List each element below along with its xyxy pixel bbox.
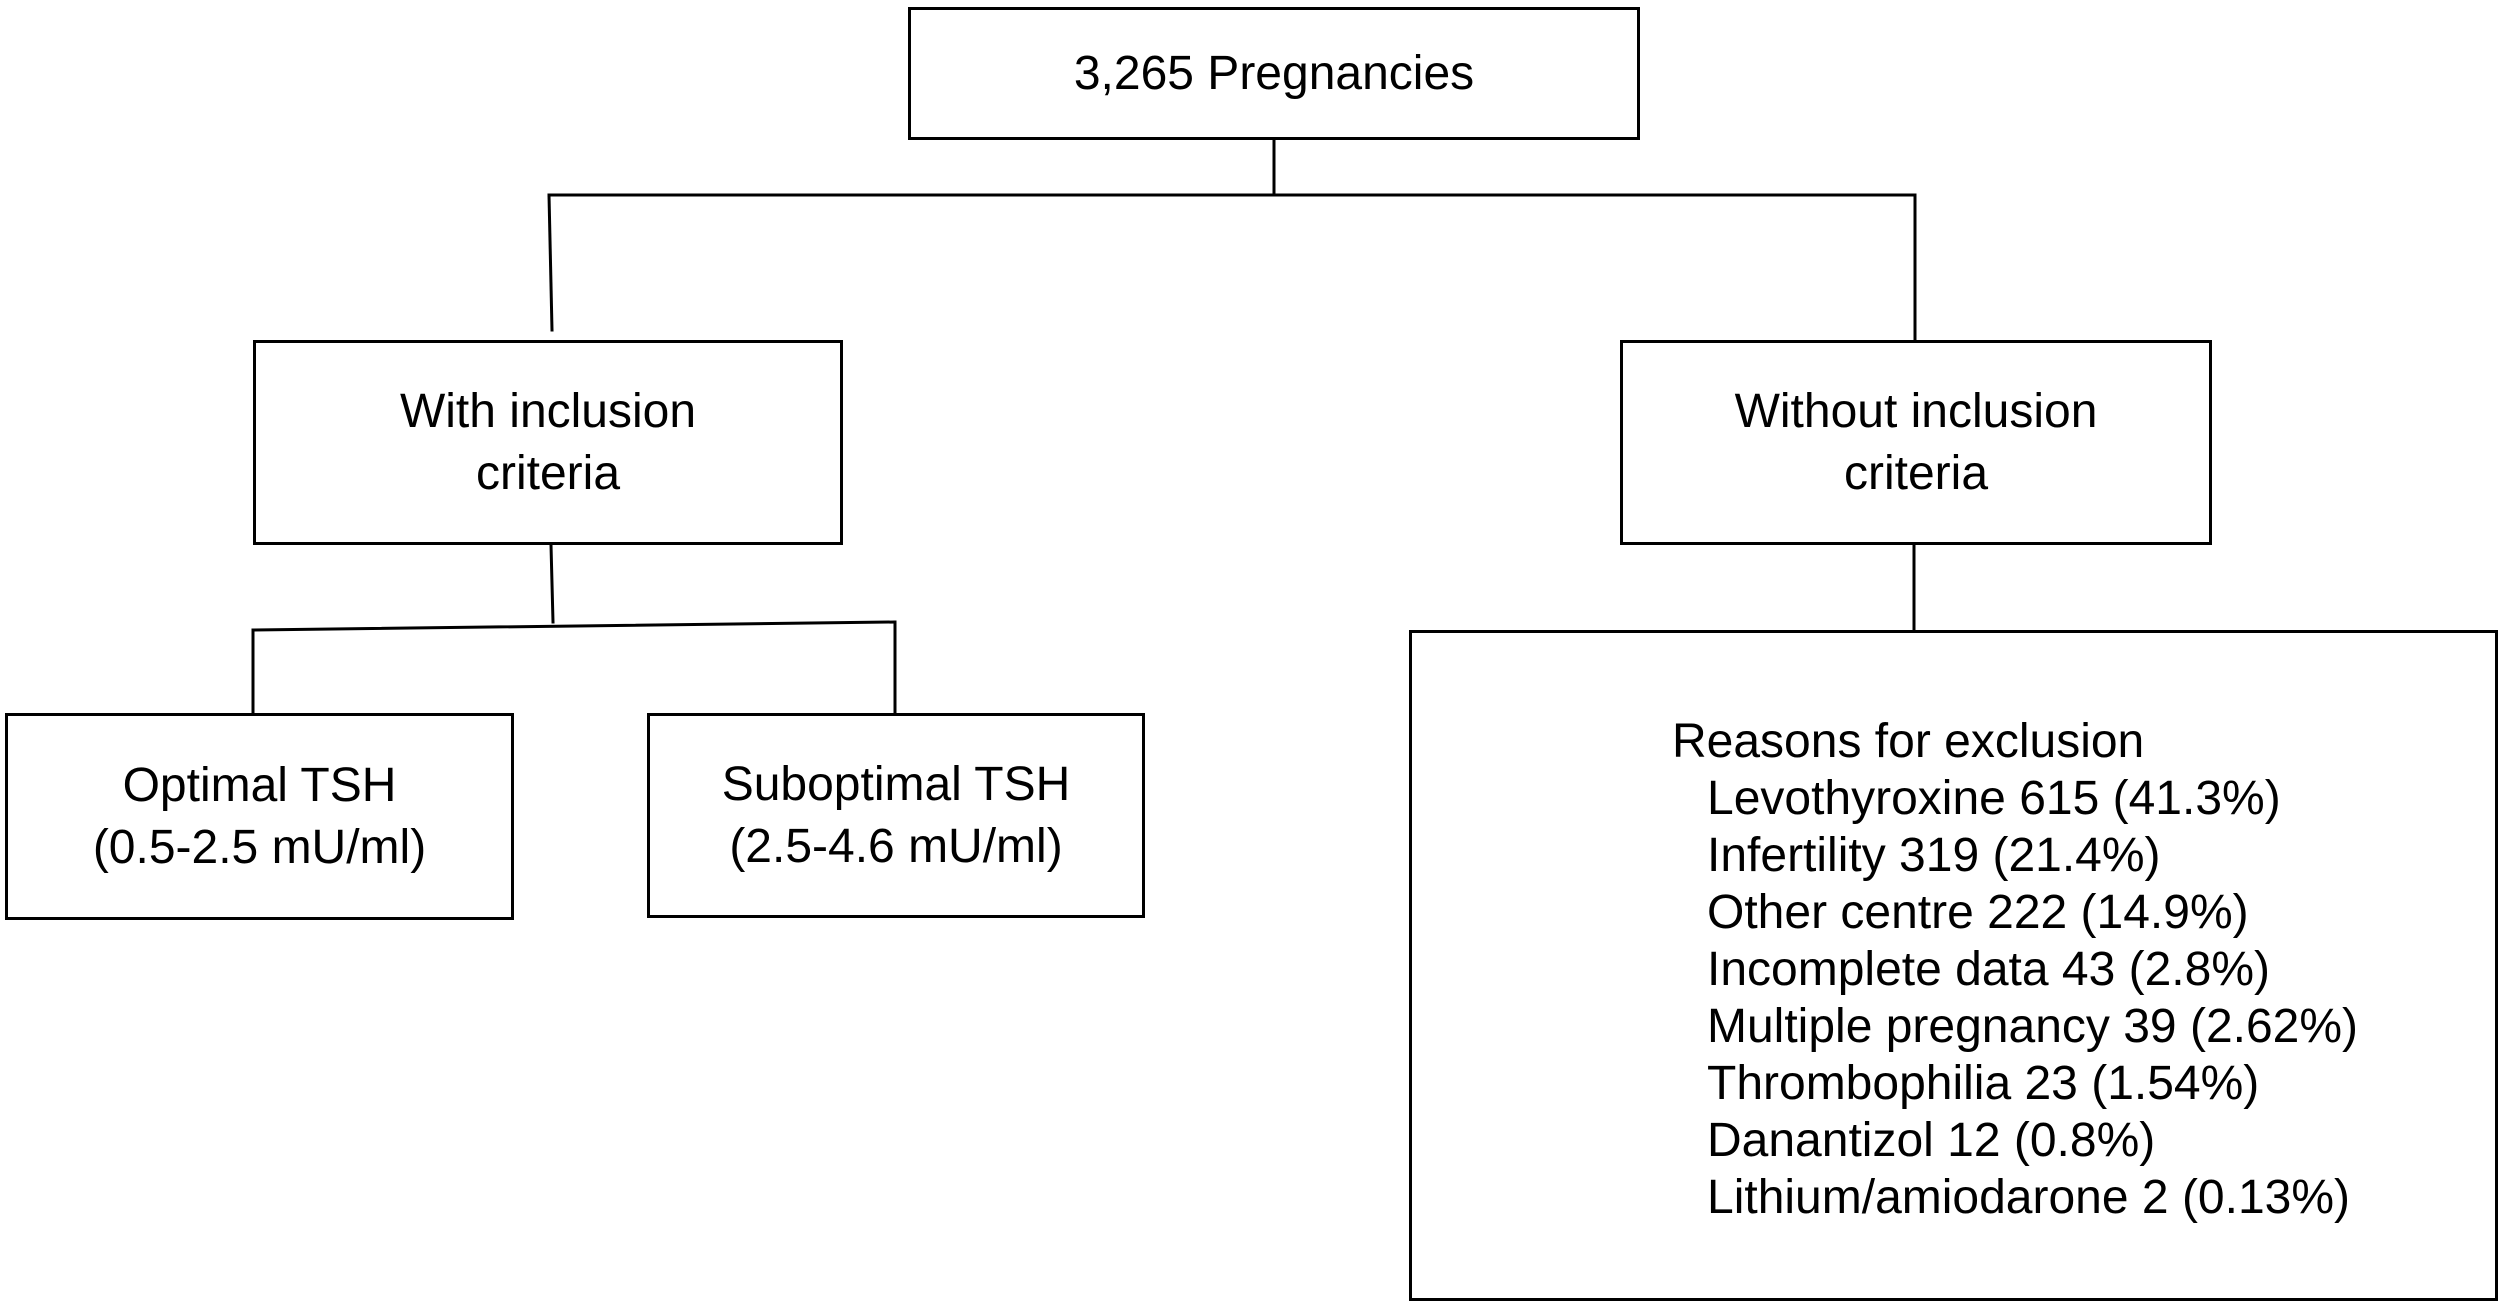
optimal-tsh-line2: (0.5-2.5 mU/ml) bbox=[92, 820, 427, 874]
connector-mid-horizontal bbox=[251, 620, 897, 632]
exclusion-reason-item: Thrombophilia 23 (1.54%) bbox=[1707, 1057, 2260, 1110]
suboptimal-tsh-line1: Suboptimal TSH bbox=[721, 757, 1071, 811]
exclusion-reason-item: Multiple pregnancy 39 (2.62%) bbox=[1707, 1000, 2359, 1053]
exclusion-reason-item: Danantizol 12 (0.8%) bbox=[1707, 1114, 2156, 1167]
with-inclusion-criteria-box: With inclusion criteria bbox=[253, 340, 843, 545]
exclusion-reasons-box: Reasons for exclusion Levothyroxine 615 … bbox=[1409, 630, 2498, 1301]
exclusion-reason-item: Other centre 222 (14.9%) bbox=[1707, 886, 2249, 939]
without-inclusion-line2: criteria bbox=[1843, 446, 1989, 500]
exclusion-title: Reasons for exclusion bbox=[1672, 715, 2145, 768]
exclusion-reason-item: Incomplete data 43 (2.8%) bbox=[1707, 943, 2270, 996]
exclusion-reason-item: Levothyroxine 615 (41.3%) bbox=[1707, 772, 2281, 825]
total-pregnancies-box: 3,265 Pregnancies bbox=[908, 7, 1640, 140]
without-inclusion-criteria-box: Without inclusion criteria bbox=[1620, 340, 2212, 545]
with-inclusion-line1: With inclusion bbox=[399, 384, 697, 438]
exclusion-reason-item: Infertility 319 (21.4%) bbox=[1707, 829, 2161, 882]
exclusion-reasons-list: Levothyroxine 615 (41.3%) Infertility 31… bbox=[1707, 770, 2358, 1226]
connector-to-with bbox=[547, 193, 554, 332]
suboptimal-tsh-box: Suboptimal TSH (2.5-4.6 mU/ml) bbox=[647, 713, 1145, 918]
exclusion-reason-item: Lithium/amiodarone 2 (0.13%) bbox=[1707, 1171, 2351, 1224]
optimal-tsh-box: Optimal TSH (0.5-2.5 mU/ml) bbox=[5, 713, 514, 920]
connector-with-down bbox=[549, 543, 555, 624]
with-inclusion-line2: criteria bbox=[475, 446, 621, 500]
without-inclusion-line1: Without inclusion bbox=[1734, 384, 2098, 438]
optimal-tsh-line1: Optimal TSH bbox=[122, 758, 397, 812]
total-pregnancies-label: 3,265 Pregnancies bbox=[1073, 46, 1475, 100]
suboptimal-tsh-line2: (2.5-4.6 mU/ml) bbox=[729, 819, 1063, 873]
